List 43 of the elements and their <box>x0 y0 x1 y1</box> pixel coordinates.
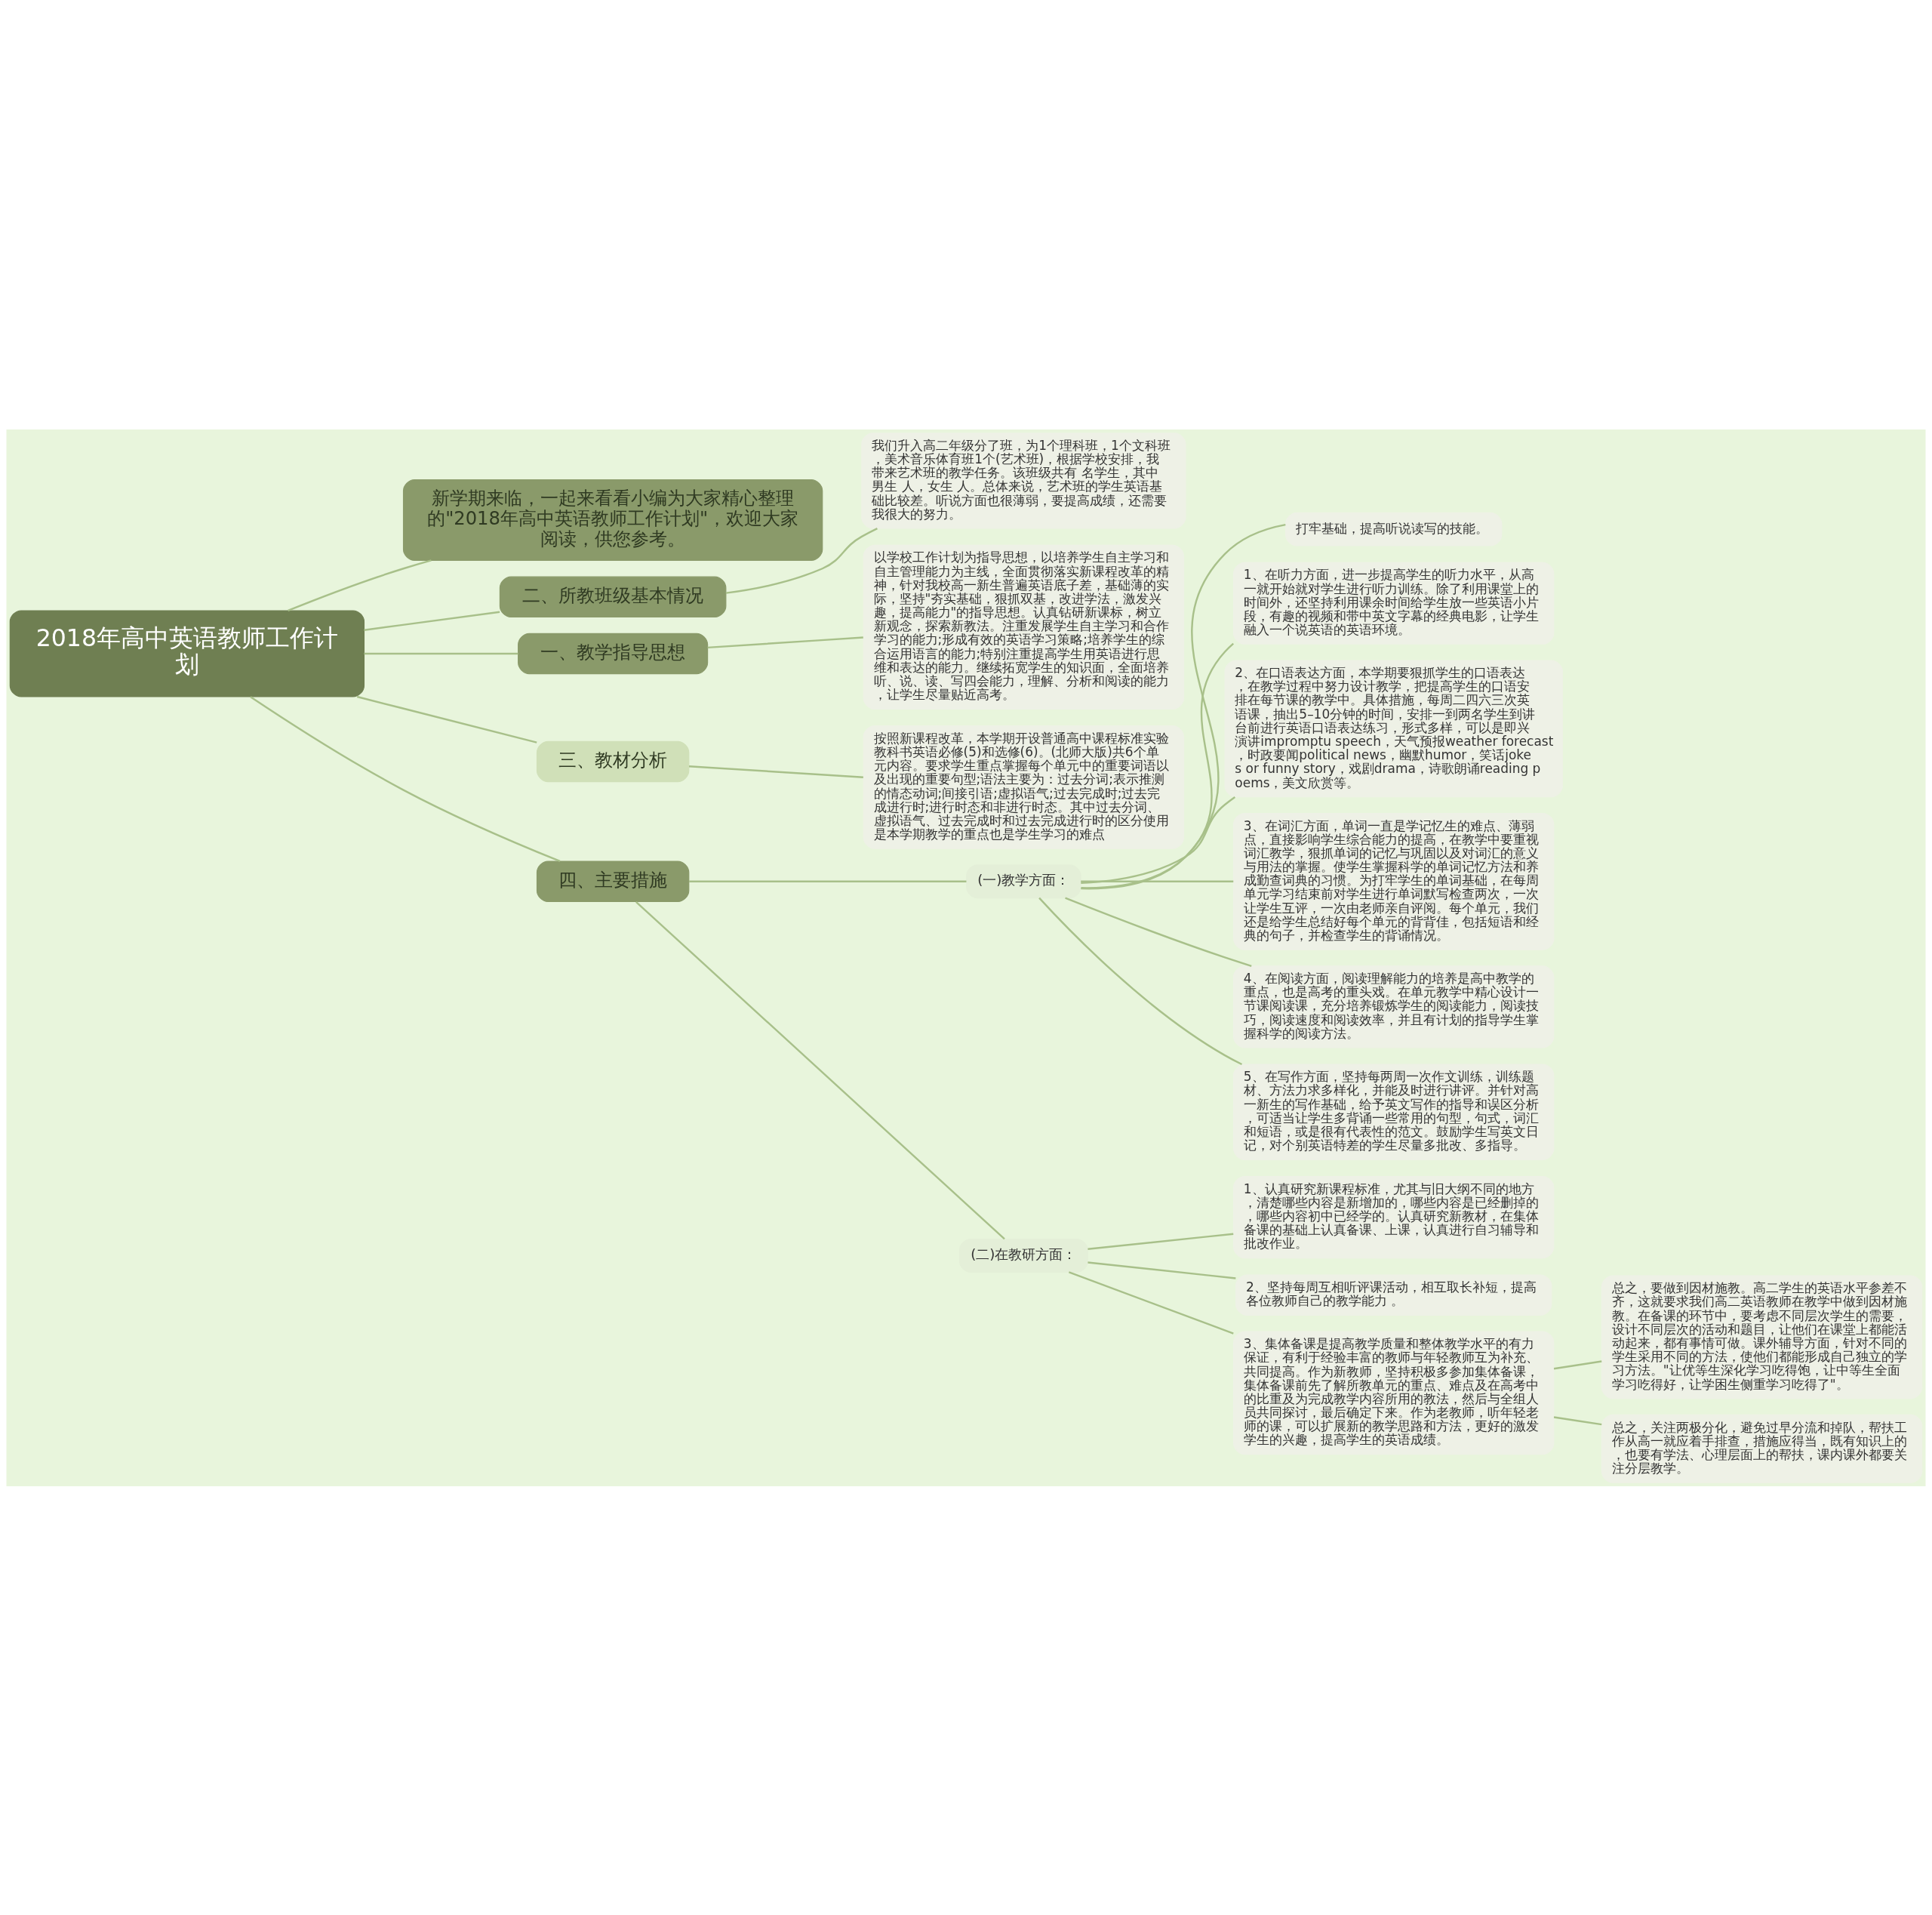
connector <box>288 559 432 611</box>
connector <box>1088 1232 1234 1250</box>
connector <box>1069 1270 1234 1335</box>
connector <box>1081 523 1286 889</box>
node-box: 3、集体备课是提高教学质量和整体教学水平的有力保证，有利于经验丰富的教师与年轻教师互为补充、共同提高。作为新教师，坚持积极多参加集体备课，集体备课前先了解所教单元的重点、难点及在高考中的比重及为完成教学内容所用的教法，然后与全组人员共同探讨，最后确定下来。作为老教师，听年轻老师的课，可以扩展新的教学思路和方法，更好的激发学生的兴趣，提高学生的英语成绩。 <box>1232 1331 1555 1455</box>
connector <box>725 527 878 594</box>
node-box: 以学校工作计划为指导思想，以培养学生自主学习和自主管理能力为主线，全面贯彻落实新课程改革的精神，针对我校高一新生普遍英语底子差，基础薄的实际，坚持"夯实基础，狠抓双基，改进学法，激发兴趣，提高能力"的指导思想。认真钻研新课标，树立新观念，探索新教法。注重发展学生自主学习和合作学习的能力;形成有效的英语学习策略;培养学生的综合运用语言的能力;特别注重提高学生用英语进行思维和表达的能力。继续拓宽学生的知识面，全面培养听、说、读、写四会能力，理解、分析和阅读的能力，让学生尽量贴近高考。 <box>863 544 1185 710</box>
connector <box>364 611 500 631</box>
node-box: 1、认真研究新课程标准，尤其与旧大纲不同的地方，清楚哪些内容是新增加的，哪些内容是已经删掉的，哪些内容初中已经学的。认真研究新教材，在集体备课的基础上认真备课、上课，认真进行自习辅导和批改作业。 <box>1232 1175 1555 1258</box>
node-box: 二、所教班级基本情况 <box>499 576 727 617</box>
node-box: 2、坚持每周互相听评课活动，相互取长补短，提高各位教师自己的教学能力 。 <box>1235 1273 1552 1316</box>
node-box: 新学期来临，一起来看看小编为大家精心整理的"2018年高中英语教师工作计划"，欢迎大家阅读，供您参考。 <box>402 479 823 561</box>
node-box: 2、在口语表达方面，本学期要狠抓学生的口语表达，在教学过程中努力设计教学，把提高学生的口语安排在每节课的教学中。具体措施，每周二四六三次英语课，抽出5–10分钟的时间，安排一到两名学生到讲台前进行英语口语表达练习，形式多样，可以是即兴演讲impromptu speech，天气预报weather forecast ，时政要闻political news，幽默humor，笑话jokes or funny story，戏剧drama，诗歌朗诵reading poems，美文欣赏等。 <box>1224 659 1563 797</box>
node-box: 5、在写作方面，坚持每两周一次作文训练，训练题材、方法力求多样化，并能及时进行讲评。并针对高一新生的写作基础，给予英文写作的指导和误区分析，可适当让学生多背诵一些常用的句型，句式，词汇和短语，或是很有代表性的范文。鼓励学生写英文日记，对个别英语特差的学生尽量多批改、多指导。 <box>1232 1064 1555 1160</box>
node-box: 总之，要做到因材施教。高二学生的英语水平参差不齐，这就要求我们高二英语教师在教学中做到因材施教。在备课的环节中，要考虑不同层次学生的需要，设计不同层次的活动和题目，让他们在课堂上都能活动起来，都有事情可做。课外辅导方面，针对不同的学生采用不同的方法，使他们都能形成自己独立的学习方法。"让优等生深化学习吃得饱，让中等生全面学习吃得好，让学困生侧重学习吃得了"。 <box>1601 1275 1923 1399</box>
node-box: 1、在听力方面，进一步提高学生的听力水平，从高一就开始就对学生进行听力训练。除了利用课堂上的时间外，还坚持利用课余时间给学生放一些英语小片段，有趣的视频和带中英文字幕的经典电影，让学生融入一个说英语的英语环境。 <box>1232 562 1555 645</box>
node-box: 3、在词汇方面，单词一直是学记忆生的难点、薄弱点，直接影响学生综合能力的提高，在教学中要重视词汇教学，狠抓单词的记忆与巩固以及对词汇的意义与用法的掌握。使学生掌握科学的单词记忆方法和养成勤查词典的习惯。为打牢学生的单词基础，在每周单元学习结束前对学生进行单词默写检查两次，一次让学生互评，一次由老师亲自评阅。每个单元，我们还是给学生总结好每个单元的背背佳，包括短语和经典的句子，并检查学生的背诵情况。 <box>1232 812 1555 950</box>
connector <box>1553 1415 1602 1425</box>
connector <box>707 636 863 648</box>
connector <box>1065 897 1252 967</box>
node-box: 打牢基础，提高听说读写的技能。 <box>1285 512 1503 546</box>
node-box: 我们升入高二年级分了班，为1个理科班，1个文科班，美术音乐体育班1个(艺术班)，根据学校安排，我带来艺术班的教学任务。该班级共有 名学生，其中男生 人，女生 人。总体来说，艺术班的学生英语基础比较差。听说方面也很薄弱，要提高成绩，还需要我很大的努力。 <box>861 432 1186 528</box>
node-box: (二)在教研方面： <box>958 1238 1088 1273</box>
node-box: 4、在阅读方面，阅读理解能力的培养是高中教学的重点，也是高考的重头戏。在单元教学中精心设计一节课阅读课，充分培养锻炼学生的阅读能力，阅读技巧，阅读速度和阅读效率，并且有计划的指导学生掌握科学的阅读方法。 <box>1232 965 1555 1048</box>
connector <box>356 695 537 744</box>
connector <box>635 901 1005 1239</box>
connector <box>250 695 561 862</box>
connector <box>364 652 518 654</box>
connector <box>1088 1261 1236 1279</box>
node-box: 三、教材分析 <box>536 740 690 782</box>
node-box: 一、教学指导思想 <box>518 633 709 674</box>
connector <box>1038 897 1243 1065</box>
connector <box>1081 880 1234 882</box>
node-box: 总之，关注两极分化，避免过早分流和掉队，帮扶工作从高一就应着手排查，措施应得当，既有知识上的，也要有学法、心理层面上的帮扶，课内课外都要关注分层教学。 <box>1601 1414 1923 1483</box>
connector <box>1553 1359 1602 1369</box>
node-box: 四、主要措施 <box>536 861 690 902</box>
node-box: 2018年高中英语教师工作计划 <box>9 609 365 697</box>
connector <box>1081 796 1236 884</box>
node-box: 按照新课程改革，本学期开设普通高中课程标准实验教科书英语必修(5)和选修(6)。(北师大版)共6个单元内容。要求学生重点掌握每个单元中的重要词语以及出现的重要句型;语法主要为：过去分词;表示推测的情态动词;间接引语;虚拟语气;过去完成时;过去完成进行时;进行时态和非进行时态。其中过去分词、虚拟语气、过去完成时和过去完成进行时的区分使用是本学期教学的重点也是学生学习的难点 <box>863 725 1185 849</box>
connector <box>688 765 863 778</box>
connector <box>1081 642 1235 889</box>
node-box: (一)教学方面： <box>966 864 1081 898</box>
connector <box>689 880 967 882</box>
